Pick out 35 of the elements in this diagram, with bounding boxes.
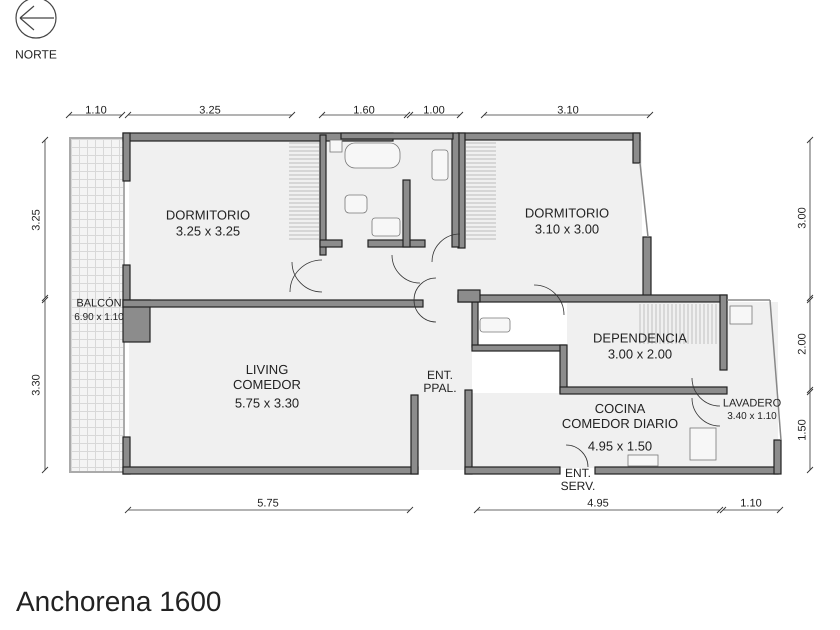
- dimension-text: 3.25: [30, 209, 44, 231]
- room-size: 3.40 x 1.10: [726, 411, 778, 423]
- dimension-text: 3.30: [30, 374, 44, 396]
- dimension-text: 1.60: [353, 104, 375, 118]
- plan-title: Anchorena 1600: [16, 586, 222, 618]
- dimension-text: 3.10: [557, 104, 579, 118]
- room-name: DORMITORIO: [524, 206, 610, 220]
- dimension-text: 1.10: [85, 104, 107, 118]
- dimension-text: 5.75: [257, 498, 279, 510]
- dimension-text: 3.00: [796, 207, 810, 229]
- room-size: 5.75 x 3.30: [234, 396, 300, 410]
- room-size: 3.25 x 3.25: [174, 224, 242, 238]
- room-floor: [129, 307, 419, 469]
- room-name: DORMITORIO: [164, 208, 252, 222]
- room-size: 3.10 x 3.00: [534, 222, 600, 236]
- room-floor: [464, 140, 642, 296]
- dimension-text: 1.10: [740, 498, 762, 510]
- room-name: LAVADERO: [722, 398, 782, 410]
- balcony-area: [69, 137, 125, 473]
- room-name: LIVING COMEDOR: [232, 362, 302, 392]
- room-name: COCINA COMEDOR DIARIO: [561, 401, 679, 431]
- dimension-text: 2.00: [796, 333, 810, 355]
- room-name: ENT. PPAL.: [422, 369, 458, 395]
- dimension-text: 4.95: [587, 498, 609, 510]
- room-name: BALCÓN: [75, 298, 123, 310]
- dimension-text: 3.25: [199, 104, 221, 118]
- dimension-text: 1.00: [423, 104, 445, 118]
- room-name: DEPENDENCIA: [592, 330, 688, 346]
- room-size: 3.00 x 2.00: [606, 346, 674, 362]
- room-size: 4.95 x 1.50: [586, 438, 654, 454]
- dimension-text: 1.50: [796, 419, 810, 441]
- compass-label: NORTE: [15, 48, 57, 62]
- room-floor: [129, 141, 321, 301]
- room-floor: [567, 303, 722, 388]
- room-name: ENT. SERV.: [560, 467, 596, 493]
